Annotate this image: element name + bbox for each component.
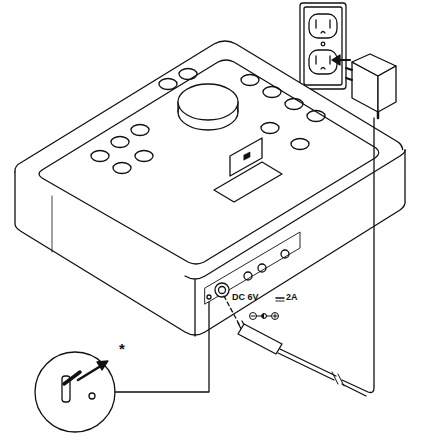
inset-magnifier [35,302,209,432]
polarity-symbol [250,313,279,320]
asterisk-note: * [119,341,125,356]
insert-arrow [332,55,350,65]
dc-rating-label: DC 6V [232,293,259,302]
dc-plug-cord [224,118,374,396]
ac-adapter [346,54,396,118]
dc-symbol [276,298,284,301]
current-rating-label: 2A [286,293,298,302]
speaker-dock-unit [15,41,405,336]
wall-outlet [300,3,346,89]
